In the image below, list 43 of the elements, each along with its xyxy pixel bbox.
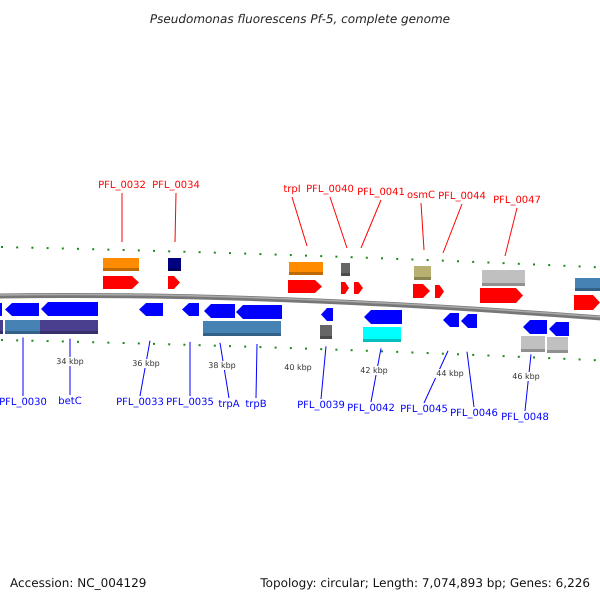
leader-line: [256, 343, 258, 398]
leader-line: [320, 346, 326, 400]
gene-label: PFL_0032: [98, 180, 146, 192]
leader-line: [466, 351, 474, 408]
scale-tick-label: 34 kbp: [55, 356, 85, 366]
gene-label: osmC: [406, 190, 436, 202]
accession-text: Accession: NC_004129: [10, 575, 146, 592]
gene-label: PFL_0039: [297, 400, 345, 412]
leader-line: [220, 342, 230, 398]
gene-label: PFL_0030: [0, 397, 47, 409]
map-title: Pseudomonas fluorescens Pf-5, complete genome: [150, 11, 450, 28]
gene-label: PFL_0041: [357, 187, 405, 199]
gene-label: PFL_0044: [438, 191, 486, 203]
scale-tick-label: 38 kbp: [207, 360, 237, 370]
leader-line: [524, 354, 532, 412]
gene-label: trpI: [283, 184, 301, 196]
scale-tick-label: 36 kbp: [131, 358, 161, 368]
gene-label: PFL_0045: [400, 404, 448, 416]
leader-line: [330, 196, 348, 248]
gene-label: PFL_0035: [166, 397, 214, 409]
leader-line: [442, 204, 462, 254]
leader-line: [140, 340, 150, 396]
gene-label: PFL_0034: [152, 180, 200, 192]
leader-line: [292, 196, 308, 246]
leader-line: [504, 208, 518, 256]
scale-tick-label: 44 kbp: [435, 368, 465, 378]
scale-tick-label: 42 kbp: [359, 366, 389, 376]
scale-tick-label: 46 kbp: [511, 372, 541, 382]
gene-label: PFL_0047: [493, 195, 541, 207]
gene-label: PFL_0046: [450, 408, 498, 420]
gene-label: PFL_0042: [347, 403, 395, 415]
leader-line: [174, 192, 176, 242]
genome-summary-text: Topology: circular; Length: 7,074,893 bp; Genes: 6,226: [260, 575, 590, 592]
gene-label: trpB: [245, 399, 267, 411]
leader-line: [420, 202, 424, 250]
gene-label: trpA: [218, 399, 240, 411]
gene-label: betC: [58, 396, 82, 408]
gene-label: PFL_0048: [501, 412, 549, 424]
leader-line: [22, 337, 24, 396]
scale-tick-label: 40 kbp: [283, 363, 313, 372]
gene-label: PFL_0040: [306, 184, 354, 196]
leader-line: [360, 200, 382, 248]
gene-label: PFL_0033: [116, 397, 164, 409]
